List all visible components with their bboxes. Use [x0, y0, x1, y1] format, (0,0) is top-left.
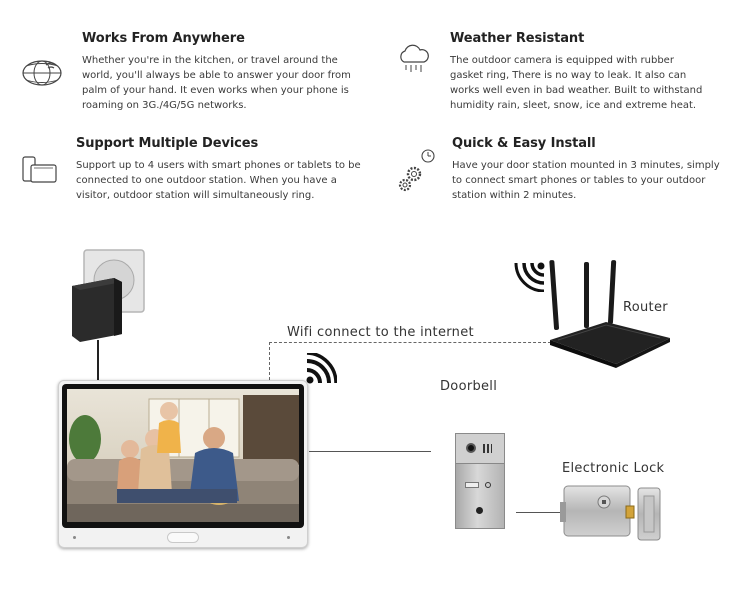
- feature-body: Whether you're in the kitchen, or travel…: [82, 55, 351, 111]
- monitor-screen: [67, 389, 299, 522]
- feature-title: Weather Resistant: [450, 31, 585, 46]
- wifi-dashed-line-horizontal: [269, 342, 551, 343]
- monitor-mic-dot: [73, 536, 76, 539]
- doorbell-nameplate: [465, 482, 479, 488]
- globe-wifi-icon: [22, 60, 62, 86]
- router-wifi-icon: [514, 262, 545, 292]
- doorbell-station: [455, 433, 505, 529]
- rain-cloud-icon: [400, 44, 429, 72]
- feature-title: Support Multiple Devices: [76, 136, 259, 151]
- feature-title: Quick & Easy Install: [452, 136, 596, 151]
- phone-tablet-icon: [22, 156, 57, 183]
- router-label: Router: [623, 300, 668, 315]
- monitor-home-button[interactable]: [167, 532, 199, 543]
- doorbell-label: Doorbell: [440, 379, 498, 394]
- monitor-doorbell-line: [309, 451, 431, 452]
- doorbell-indicator: [485, 482, 491, 488]
- wifi-signal-icon: [306, 353, 337, 384]
- feature-body: Have your door station mounted in 3 minu…: [452, 160, 720, 201]
- feature-title: Works From Anywhere: [82, 31, 245, 46]
- speaker-grill-icon: [483, 444, 492, 453]
- feature-multiple-devices: Support Multiple Devices Support up to 4…: [76, 136, 361, 203]
- feature-body: The outdoor camera is equipped with rubb…: [450, 55, 703, 111]
- feature-easy-install: Quick & Easy Install Have your door stat…: [452, 136, 727, 203]
- power-adapter: [72, 249, 145, 342]
- lock-label: Electronic Lock: [562, 461, 665, 476]
- doorbell-lock-line: [516, 512, 562, 513]
- power-cable: [97, 340, 99, 380]
- doorbell-camera-strip: [456, 434, 504, 464]
- wifi-label: Wifi connect to the internet: [287, 325, 474, 340]
- indoor-monitor: [58, 380, 308, 548]
- camera-lens-icon: [466, 443, 476, 453]
- feature-body: Support up to 4 users with smart phones …: [76, 160, 361, 201]
- feature-works-anywhere: Works From Anywhere Whether you're in th…: [82, 31, 362, 113]
- gears-clock-icon: [398, 149, 435, 192]
- feature-weather-resistant: Weather Resistant The outdoor camera is …: [450, 31, 710, 113]
- router: [549, 260, 670, 368]
- doorbell-call-button[interactable]: [476, 507, 483, 514]
- electronic-lock: [560, 485, 661, 541]
- monitor-led-dot: [287, 536, 290, 539]
- wifi-dashed-line-vertical: [269, 342, 270, 380]
